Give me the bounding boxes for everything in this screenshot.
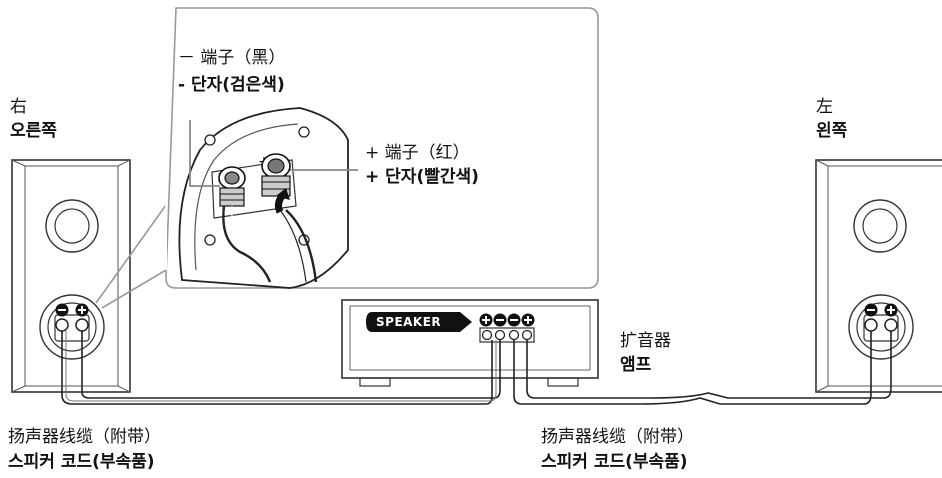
right-plus-post: [75, 318, 89, 332]
amplifier-label-kr: 앰프: [620, 355, 652, 375]
cable-left-label-kr: 스피커 코드(부속품): [8, 452, 155, 472]
speaker-cable-left: [513, 331, 892, 405]
left-label-cn: 左: [816, 97, 833, 117]
amplifier: [341, 299, 599, 387]
right-label-kr: 오른쪽: [10, 121, 57, 141]
right-label-cn: 右: [10, 97, 27, 117]
cable-left-label-cn: 扬声器线缆（附带）: [8, 427, 161, 447]
plus-terminal-label-kr: + 단자(빨간색): [365, 167, 479, 187]
right-speaker: [11, 159, 131, 393]
plus-terminal-label-cn: + 端子（红）: [365, 143, 470, 163]
right-minus-post: [55, 318, 69, 332]
minus-terminal-label-kr: - 단자(검은색): [178, 75, 285, 95]
amplifier-label-cn: 扩音器: [620, 331, 671, 351]
arrow-icon: [274, 193, 285, 214]
left-label-kr: 왼쪽: [816, 121, 848, 141]
speaker-tag: SPEAKER: [376, 315, 442, 329]
cable-right-label-kr: 스피커 코드(부속품): [541, 452, 688, 472]
cable-right-label-cn: 扬声器线缆（附带）: [541, 427, 694, 447]
left-speaker: [815, 159, 942, 393]
speaker-cable-right: [61, 331, 501, 405]
minus-terminal-label-cn: － 端子（黑）: [178, 48, 286, 68]
zoom-callout: Z +: [95, 7, 599, 309]
